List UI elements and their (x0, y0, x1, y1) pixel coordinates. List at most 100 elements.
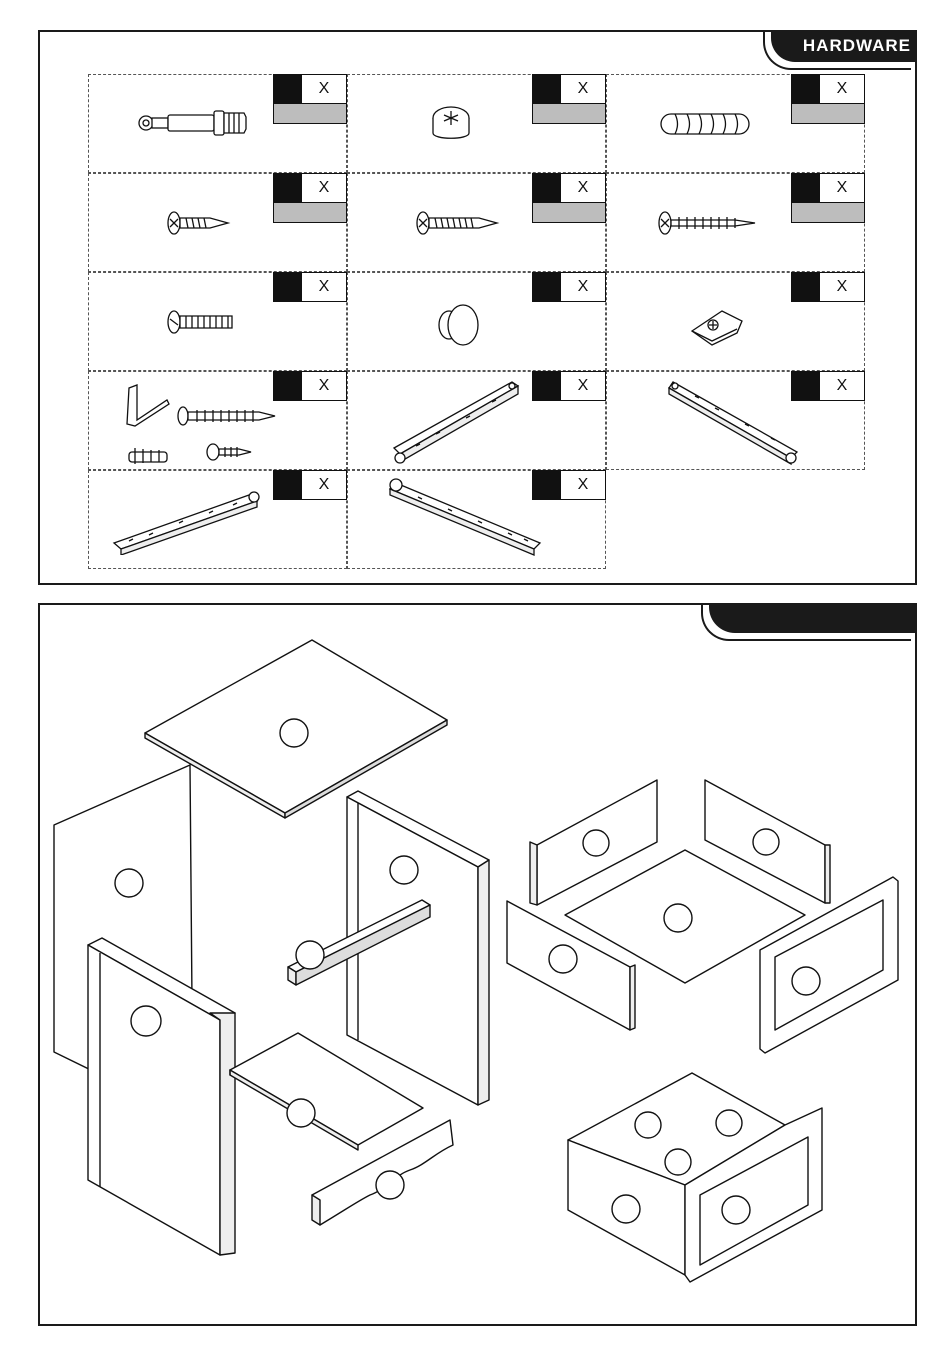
quantity-label: X (302, 75, 346, 103)
hardware-cell: X (88, 272, 347, 371)
quantity-bar (273, 203, 347, 223)
corner-bracket-icon (687, 303, 747, 352)
quantity-swatch (792, 174, 820, 202)
hardware-cell: X (88, 470, 347, 569)
quantity-bar (532, 203, 606, 223)
hardware-cell: X (606, 74, 865, 173)
hardware-cell: X (88, 74, 347, 173)
quantity-box: X (532, 470, 606, 500)
part-number-circle (115, 869, 143, 897)
quantity-label: X (820, 174, 864, 202)
hardware-cell: X (347, 173, 606, 272)
part-number-circle (753, 829, 779, 855)
hardware-cell: X (347, 470, 606, 569)
part-number-circle (376, 1171, 404, 1199)
quantity-label: X (820, 273, 864, 301)
quantity-box: X (791, 173, 865, 223)
quantity-label: X (561, 273, 605, 301)
part-number-circle (612, 1195, 640, 1223)
quantity-label: X (302, 372, 346, 400)
hardware-title: HARDWARE (803, 36, 911, 56)
hardware-tab: HARDWARE (771, 30, 917, 62)
drawer-slide-left-icon (386, 376, 526, 473)
part-number-circle (390, 856, 418, 884)
cam-bolt-icon (134, 103, 254, 148)
quantity-label: X (561, 174, 605, 202)
quantity-box: X (532, 74, 606, 124)
part-number-circle (664, 904, 692, 932)
quantity-box: X (532, 371, 606, 401)
quantity-swatch (274, 372, 302, 400)
part-number-circle (792, 967, 820, 995)
quantity-swatch (792, 75, 820, 103)
quantity-swatch (274, 174, 302, 202)
quantity-label: X (561, 372, 605, 400)
quantity-bar (791, 203, 865, 223)
left-side-panel (88, 938, 235, 1255)
exploded-parts-diagram (40, 605, 915, 1324)
hardware-cell: X (606, 272, 865, 371)
part-number-circle (722, 1196, 750, 1224)
hardware-cell: X (88, 371, 347, 470)
quantity-box: X (532, 173, 606, 223)
hardware-cell: X (606, 173, 865, 272)
machine-screw-icon (164, 307, 239, 342)
quantity-swatch (274, 273, 302, 301)
quantity-box: X (532, 272, 606, 302)
quantity-swatch (533, 174, 561, 202)
hardware-cell: X (347, 74, 606, 173)
part-number-circle (665, 1149, 691, 1175)
quantity-label: X (302, 273, 346, 301)
quantity-swatch (533, 471, 561, 499)
hardware-panel: HARDWARE X X X X X X X X X X X X X X (38, 30, 917, 585)
quantity-label: X (302, 174, 346, 202)
medium-screw-icon (413, 208, 503, 243)
part-number-circle (131, 1006, 161, 1036)
part-number-circle (549, 945, 577, 973)
quantity-bar (791, 104, 865, 124)
quantity-label: X (561, 471, 605, 499)
quantity-box: X (791, 371, 865, 401)
quantity-label: X (820, 75, 864, 103)
part-number-circle (287, 1099, 315, 1127)
quantity-box: X (273, 74, 347, 124)
drawer-slide-right-icon (665, 376, 805, 473)
quantity-box: X (273, 272, 347, 302)
quantity-swatch (533, 372, 561, 400)
knob-icon (433, 301, 483, 354)
quantity-label: X (302, 471, 346, 499)
long-screw-icon (655, 208, 760, 243)
part-number-circle (635, 1112, 661, 1138)
part-number-circle (280, 719, 308, 747)
hardware-cell: X (347, 371, 606, 470)
anti-tip-kit-icon (119, 380, 279, 475)
assembled-drawer (568, 1073, 822, 1282)
part-number-circle (583, 830, 609, 856)
cam-lock-icon (426, 103, 476, 156)
quantity-swatch (274, 75, 302, 103)
quantity-label: X (561, 75, 605, 103)
part-number-circle (296, 941, 324, 969)
short-screw-icon (164, 208, 234, 243)
quantity-label: X (820, 372, 864, 400)
quantity-box: X (273, 371, 347, 401)
quantity-swatch (274, 471, 302, 499)
quantity-swatch (533, 273, 561, 301)
part-number-circle (716, 1110, 742, 1136)
hardware-cell: X (347, 272, 606, 371)
quantity-bar (273, 104, 347, 124)
quantity-box: X (791, 74, 865, 124)
quantity-box: X (791, 272, 865, 302)
cabinet-rail-left-icon (109, 485, 264, 560)
quantity-box: X (273, 173, 347, 223)
quantity-swatch (792, 273, 820, 301)
cabinet-rail-right-icon (388, 477, 548, 562)
wooden-dowel-icon (655, 109, 755, 144)
hardware-cell: X (606, 371, 865, 470)
parts-panel (38, 603, 917, 1326)
quantity-bar (532, 104, 606, 124)
quantity-box: X (273, 470, 347, 500)
quantity-swatch (792, 372, 820, 400)
hardware-cell: X (88, 173, 347, 272)
quantity-swatch (533, 75, 561, 103)
